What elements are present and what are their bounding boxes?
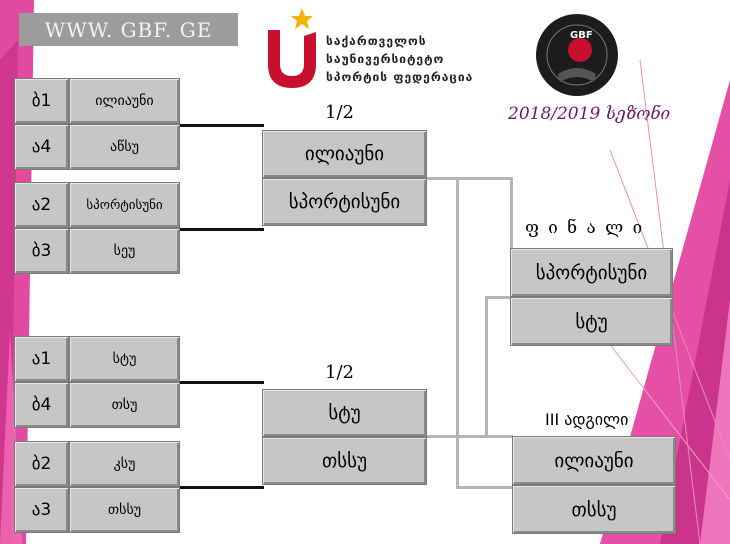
bracket-connector <box>485 296 488 438</box>
semifinal-label: 1/2 <box>325 362 354 383</box>
season-label: 2018/2019 სეზონი <box>508 104 671 124</box>
third-place-team-cell: ილიაუნი <box>512 436 676 485</box>
seed-cell: ა2 <box>14 182 69 228</box>
federation-name-line-1: საქართველოს <box>326 34 427 48</box>
bracket-connector <box>427 435 513 438</box>
bracket-connector <box>180 486 264 489</box>
federation-name-line-2: საუნივერსიტეტო <box>326 52 445 66</box>
team-cell: თსუ <box>69 382 180 428</box>
bracket-connector <box>485 296 513 299</box>
seed-cell: ბ1 <box>14 78 69 124</box>
seed-cell: ბ4 <box>14 382 69 428</box>
semifinal-team-cell: სტუ <box>262 389 427 437</box>
seed-cell: ა1 <box>14 336 69 382</box>
final-team-cell: სპორტისუნი <box>510 248 673 297</box>
team-cell: აწსუ <box>69 124 180 170</box>
third-place-team-cell: თსსუ <box>512 485 676 534</box>
team-cell: ილიაუნი <box>69 78 180 124</box>
third-place-label: III ადგილი <box>545 410 629 429</box>
bracket-connector <box>456 486 513 489</box>
seed-cell: ა4 <box>14 124 69 170</box>
team-cell: სტუ <box>69 336 180 382</box>
bracket-connector <box>427 177 513 180</box>
bracket-connector <box>180 124 264 127</box>
team-cell: კსუ <box>69 441 180 487</box>
team-cell: სეუ <box>69 228 180 274</box>
seed-cell: ა3 <box>14 487 69 533</box>
final-label: ფ ი ნ ა ლ ი <box>525 218 645 238</box>
gbf-logo-text: GBF <box>570 30 593 41</box>
bracket-connector <box>180 228 264 231</box>
website-banner: WWW. GBF. GE <box>19 13 238 46</box>
gbf-logo-icon <box>536 14 618 96</box>
seed-cell: ბ2 <box>14 441 69 487</box>
seed-cell: ბ3 <box>14 228 69 274</box>
bracket-connector <box>456 177 459 489</box>
bracket-connector <box>510 177 513 297</box>
bracket-connector <box>180 381 264 384</box>
team-cell: სპორტისუნი <box>69 182 180 228</box>
semifinal-team-cell: ილიაუნი <box>262 130 427 178</box>
federation-logo-icon <box>268 8 316 88</box>
final-team-cell: სტუ <box>510 297 673 346</box>
semifinal-team-cell: სპორტისუნი <box>262 178 427 226</box>
federation-name-line-3: სპორტის ფედერაცია <box>326 70 474 84</box>
team-cell: თსსუ <box>69 487 180 533</box>
semifinal-label: 1/2 <box>325 102 354 123</box>
semifinal-team-cell: თსსუ <box>262 437 427 485</box>
